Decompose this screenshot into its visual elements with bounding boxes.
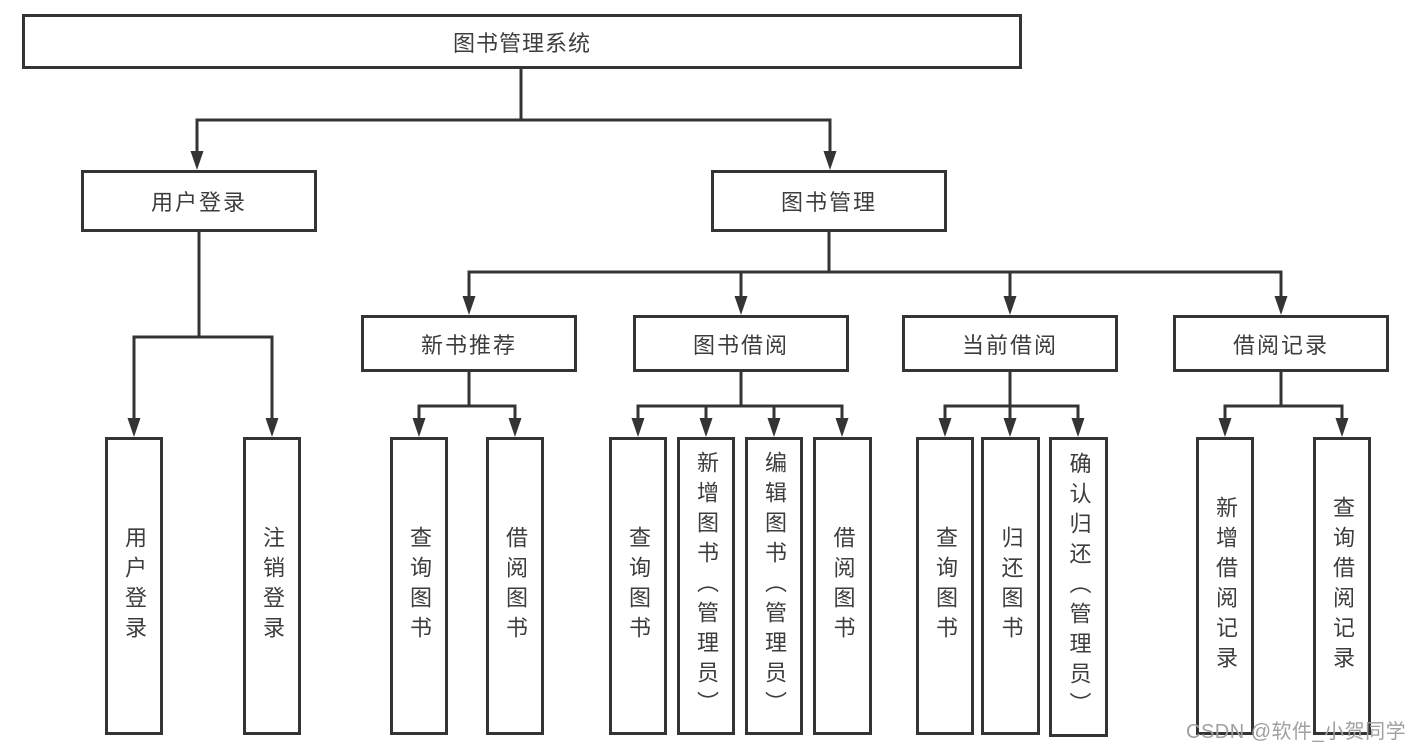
leaf-label: 借阅图书: [503, 526, 528, 646]
node-book-borrowing: 图书借阅: [633, 315, 849, 372]
leaf-label: 借阅图书: [830, 526, 856, 646]
node-label: 借阅记录: [1232, 332, 1329, 358]
connector-book-borrowing: [636, 372, 844, 418]
node-user-login: 用户登录: [81, 170, 317, 232]
node-label: 用户登录: [150, 190, 247, 215]
leaf-borrow-books: 借阅图书: [813, 437, 872, 735]
leaf-query-books: 查询图书: [390, 437, 448, 735]
leaf-logout-login: 注销登录: [243, 437, 301, 735]
node-label: 图书管理: [780, 190, 877, 215]
node-library-management-system: 图书管理系统: [22, 14, 1022, 69]
connector-user-login-to-leaves: [132, 232, 274, 418]
leaf-edit-books-admin: 编辑图书（管理员）: [745, 437, 803, 735]
node-label: 新书推荐: [420, 332, 517, 358]
leaf-label: 编辑图书（管理员）: [762, 451, 787, 721]
node-label: 当前借阅: [961, 332, 1058, 358]
leaf-borrow-books: 借阅图书: [486, 437, 544, 735]
node-book-management: 图书管理: [711, 170, 947, 232]
leaf-query-books: 查询图书: [916, 437, 974, 735]
leaf-label: 查询图书: [626, 526, 651, 646]
leaf-user-login: 用户登录: [105, 437, 163, 735]
leaf-confirm-return-admin: 确认归还（管理员）: [1049, 437, 1108, 737]
leaf-label: 归还图书: [998, 526, 1024, 646]
leaf-add-borrow-record: 新增借阅记录: [1196, 437, 1254, 735]
leaf-query-books: 查询图书: [609, 437, 667, 735]
connector-root-to-level2: [195, 69, 832, 151]
leaf-label: 新增图书（管理员）: [694, 451, 719, 721]
leaf-query-borrow-record: 查询借阅记录: [1313, 437, 1371, 735]
node-borrowing-records: 借阅记录: [1173, 315, 1389, 372]
leaf-add-books-admin: 新增图书（管理员）: [677, 437, 735, 735]
leaf-label: 注销登录: [260, 526, 285, 646]
leaf-label: 确认归还（管理员）: [1066, 452, 1092, 722]
connector-new-book-recommendation: [417, 372, 517, 418]
node-label: 图书管理系统: [452, 30, 591, 56]
leaf-label: 用户登录: [122, 526, 147, 646]
leaf-label: 新增借阅记录: [1213, 496, 1238, 676]
connector-borrowing-records: [1223, 372, 1344, 418]
node-label: 图书借阅: [692, 332, 789, 358]
connector-current-borrowing: [943, 372, 1080, 418]
arrowheads: [127, 151, 1349, 437]
node-current-borrowing: 当前借阅: [902, 315, 1118, 372]
leaf-label: 查询图书: [407, 526, 432, 646]
leaf-return-books: 归还图书: [981, 437, 1040, 735]
leaf-label: 查询借阅记录: [1330, 496, 1355, 676]
csdn-watermark: CSDN @软件_小贺同学: [1186, 721, 1405, 743]
node-new-book-recommendation: 新书推荐: [361, 315, 577, 372]
leaf-label: 查询图书: [933, 526, 958, 646]
connector-book-management-to-groups: [467, 232, 1283, 297]
